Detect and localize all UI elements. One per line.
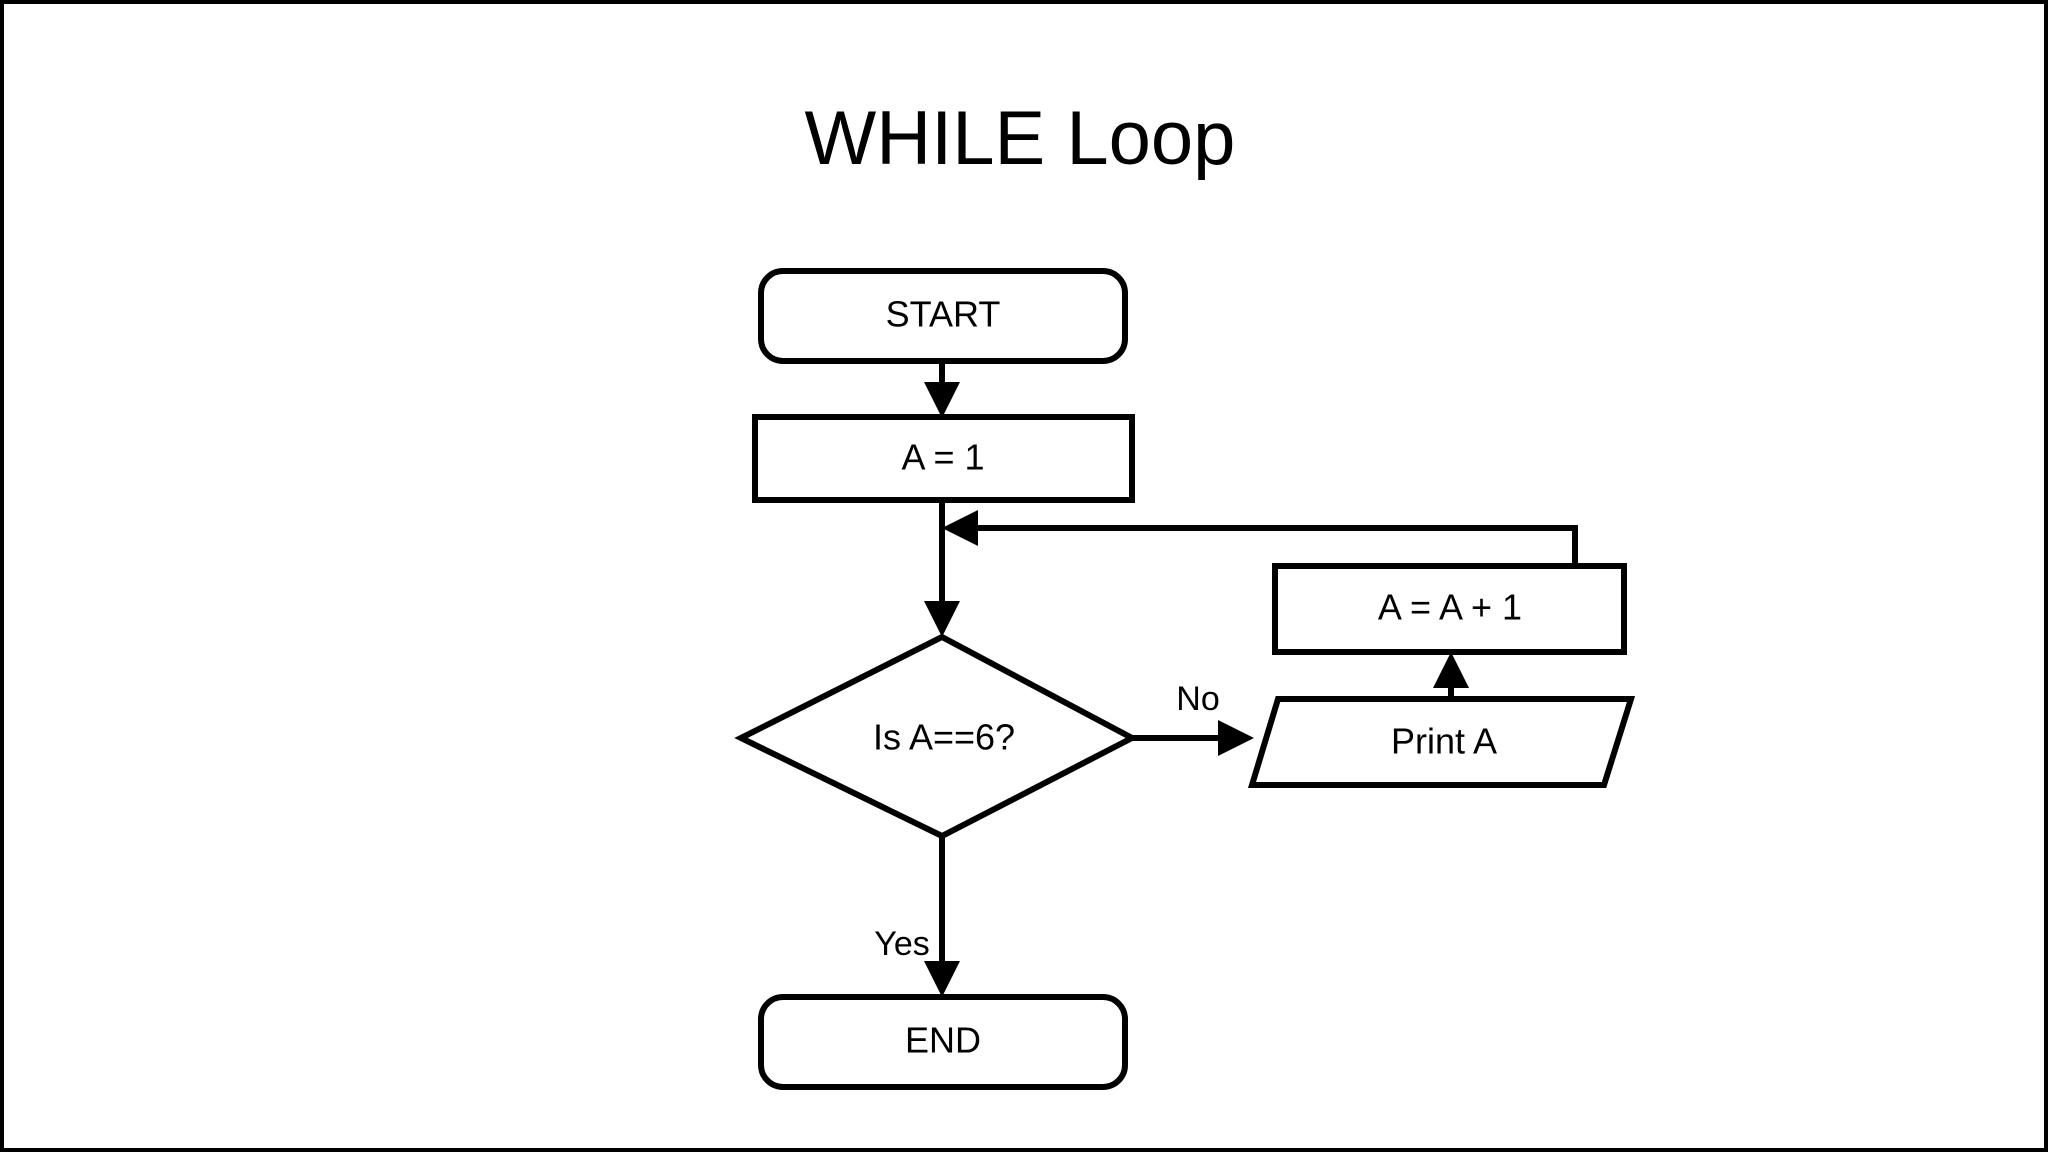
edge-init-to-decision xyxy=(924,498,960,637)
arrowhead-up xyxy=(1433,652,1469,688)
node-print[interactable]: Print A xyxy=(1247,696,1636,788)
node-print-label: Print A xyxy=(1391,721,1497,762)
edge-label-no: No xyxy=(1176,680,1219,718)
init-shape xyxy=(752,414,1135,503)
page-title: WHILE Loop xyxy=(805,96,1236,181)
node-end[interactable]: END xyxy=(758,994,1128,1090)
edge-print-to-increment xyxy=(1433,652,1469,698)
decision-shape xyxy=(734,633,1139,840)
edge-decision-to-print: No xyxy=(1132,680,1254,756)
node-init-label: A = 1 xyxy=(901,437,984,478)
flowchart-svg: WHILE Loop No xyxy=(734,96,1636,1090)
end-shape xyxy=(758,994,1128,1090)
start-shape xyxy=(758,268,1128,364)
print-shape xyxy=(1247,696,1636,788)
node-decision-label: Is A==6? xyxy=(873,717,1015,758)
node-decision[interactable]: Is A==6? xyxy=(734,633,1139,840)
arrowhead-down xyxy=(924,382,960,418)
edge-label-yes: Yes xyxy=(874,925,929,963)
node-increment[interactable]: A = A + 1 xyxy=(1272,563,1627,655)
node-end-label: END xyxy=(905,1020,981,1061)
edge-increment-loopback xyxy=(942,510,1578,566)
arrowhead-left xyxy=(942,510,978,546)
edge-start-to-init xyxy=(924,357,960,418)
edge-decision-to-end: Yes xyxy=(874,836,960,997)
arrowhead-down xyxy=(924,961,960,997)
node-start-label: START xyxy=(886,294,1001,335)
node-start[interactable]: START xyxy=(758,268,1128,364)
arrowhead-down xyxy=(924,601,960,637)
node-init[interactable]: A = 1 xyxy=(752,414,1135,503)
arrowhead-right xyxy=(1218,720,1254,756)
increment-shape xyxy=(1272,563,1627,655)
node-increment-label: A = A + 1 xyxy=(1378,587,1522,628)
